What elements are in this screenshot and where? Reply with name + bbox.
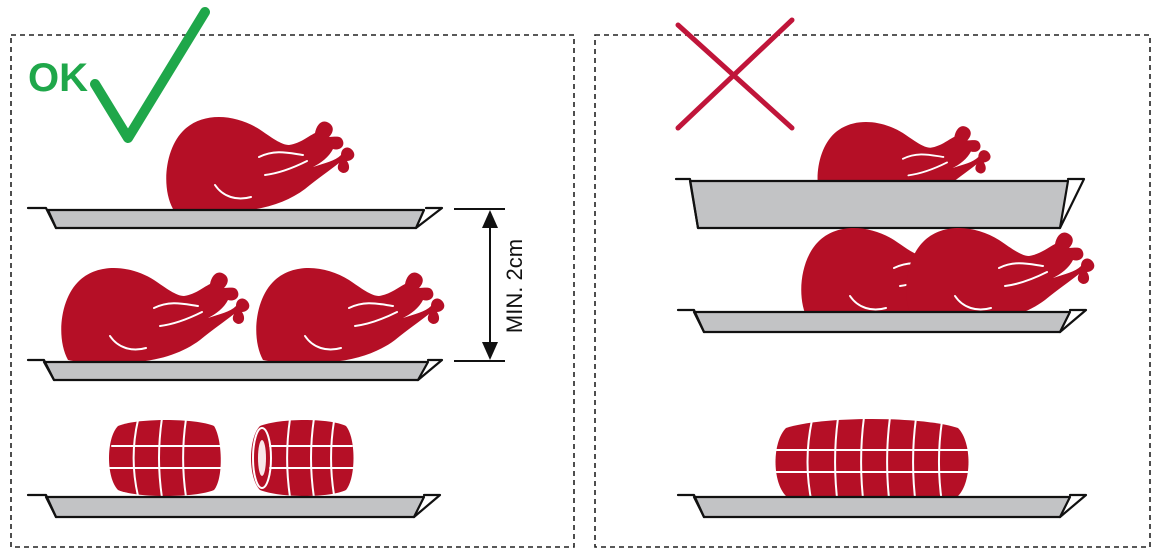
chicken bbox=[60, 266, 251, 365]
cross-icon bbox=[675, 17, 795, 131]
tray-middle-left bbox=[26, 358, 444, 382]
roast bbox=[108, 417, 223, 499]
deep-pan bbox=[674, 177, 1086, 230]
tray-lower-left bbox=[26, 493, 442, 519]
chicken bbox=[905, 226, 1096, 325]
panel-incorrect bbox=[594, 17, 1151, 548]
check-icon bbox=[90, 7, 210, 143]
tray-upper-left bbox=[26, 206, 444, 230]
chicken bbox=[165, 115, 356, 214]
ok-label: OK bbox=[28, 56, 88, 100]
panel-frame-right bbox=[594, 34, 1151, 548]
chicken bbox=[255, 266, 446, 365]
min-gap-label: MIN. 2cm bbox=[502, 239, 527, 333]
roast bbox=[773, 416, 971, 508]
min-gap-dimension: MIN. 2cm bbox=[454, 208, 527, 362]
roast bbox=[250, 417, 355, 499]
tray-middle-right bbox=[676, 308, 1088, 334]
panel-frame-left bbox=[10, 34, 575, 548]
tray-lower-right bbox=[676, 493, 1088, 519]
panel-correct: OK MIN. 2cm bbox=[10, 7, 575, 548]
